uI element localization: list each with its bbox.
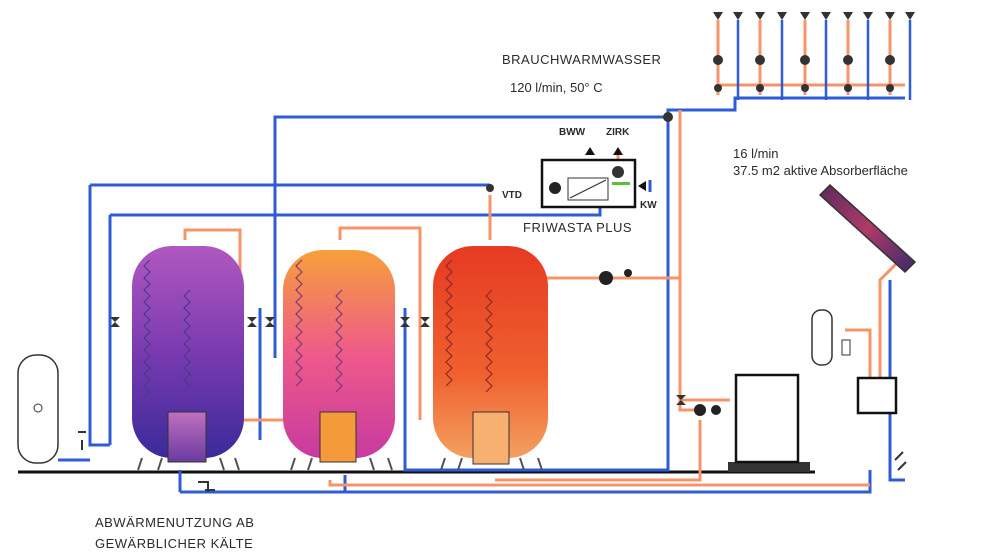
boiler-base — [728, 462, 810, 472]
pump-icon — [599, 271, 613, 285]
tap-arrow-icon — [863, 12, 873, 20]
expansion-vessel-right — [811, 309, 851, 366]
pump-icon — [549, 182, 561, 194]
valve-icon — [676, 395, 686, 405]
label-abwaerme-line2: GEWÄRBLICHER KÄLTE — [95, 536, 254, 551]
expansion-vessel-left — [17, 354, 90, 464]
drain-fittings — [78, 431, 907, 492]
label-zirk: ZIRK — [606, 127, 630, 138]
valve-icon — [844, 84, 852, 92]
pump-icon — [694, 404, 706, 416]
label-friwasta: FRIWASTA PLUS — [523, 220, 633, 235]
mixing-valve-icon — [843, 55, 853, 65]
tap-arrow-icon — [755, 12, 765, 20]
tap-valves — [486, 12, 915, 192]
storage-tank-3 — [433, 246, 548, 471]
mixing-valve-icon — [713, 55, 723, 65]
tap-arrow-icon — [885, 12, 895, 20]
mixing-valve-icon — [885, 55, 895, 65]
tap-arrow-icon — [800, 12, 810, 20]
cold-water-lines — [88, 96, 905, 494]
valve-icon — [110, 317, 120, 327]
valve-icon — [886, 84, 894, 92]
tap-arrow-icon — [713, 12, 723, 20]
label-absorber-area: 37.5 m2 aktive Absorberfläche — [733, 163, 908, 178]
pump-icon — [624, 269, 632, 277]
valve-icon — [663, 112, 673, 122]
pump-icon — [711, 405, 721, 415]
tap-risers — [736, 20, 912, 100]
label-abwaerme-line1: ABWÄRMENUTZUNG AB — [95, 515, 255, 530]
tap-arrow-icon — [777, 12, 787, 20]
valve-icon — [265, 317, 275, 327]
arrow-left-icon — [638, 181, 646, 191]
label-kw: KW — [640, 200, 657, 211]
storage-tank-2 — [283, 250, 395, 471]
tap-arrow-icon — [733, 12, 743, 20]
valve-icon — [420, 317, 430, 327]
storage-tank-1 — [132, 246, 244, 471]
valve-icon — [486, 184, 494, 192]
tap-arrow-icon — [821, 12, 831, 20]
solar-controller — [856, 376, 898, 415]
label-bww: BWW — [559, 127, 586, 138]
valve-icon — [801, 84, 809, 92]
label-solar-flow: 16 l/min — [733, 146, 779, 161]
label-flow-temp: 120 l/min, 50° C — [510, 80, 603, 95]
isolation-valves — [110, 317, 686, 405]
boiler — [734, 373, 800, 464]
solar-collector — [818, 183, 917, 274]
label-brauchwarmwasser: BRAUCHWARMWASSER — [502, 52, 662, 67]
tap-arrow-icon — [905, 12, 915, 20]
friwasta-unit — [540, 147, 646, 209]
valve-icon — [247, 317, 257, 327]
valve-icon — [400, 317, 410, 327]
tap-arrow-icon — [843, 12, 853, 20]
label-vtd: VTD — [502, 190, 522, 201]
valve-icon — [714, 84, 722, 92]
arrow-up-icon — [613, 147, 623, 155]
mixing-valve-icon — [755, 55, 765, 65]
arrow-up-icon — [585, 147, 595, 155]
valve-icon — [756, 84, 764, 92]
mixing-valve-icon — [800, 55, 810, 65]
